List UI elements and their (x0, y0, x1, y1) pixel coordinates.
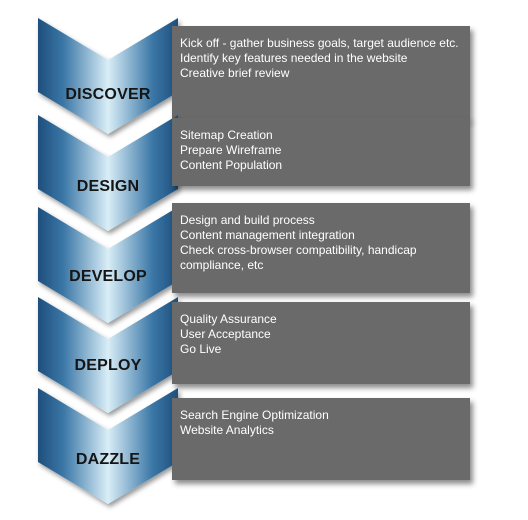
stage-box-design: Sitemap Creation Prepare Wireframe Conte… (172, 118, 470, 186)
stage-item: Creative brief review (180, 66, 290, 80)
stage-label-design: DESIGN (76, 178, 140, 195)
stage-box-discover: Kick off - gather business goals, target… (172, 26, 470, 120)
stage-item: Search Engine Optimization (180, 408, 329, 422)
stage-item: Design and build process (180, 213, 315, 227)
stage-item: Check cross-browser compatibility, handi… (180, 243, 417, 272)
chevron-dazzle (0, 388, 200, 508)
chevron-develop (0, 207, 200, 327)
chevron-deploy (0, 297, 200, 417)
stage-box-deploy: Quality Assurance User Acceptance Go Liv… (172, 302, 470, 384)
stage-item: Website Analytics (180, 423, 274, 437)
chevron-design (0, 115, 200, 235)
stage-item: User Acceptance (180, 327, 271, 341)
stage-item: Go Live (180, 342, 222, 356)
stage-label-discover: DISCOVER (65, 86, 151, 103)
stage-item: Sitemap Creation (180, 128, 273, 142)
stage-item: Prepare Wireframe (180, 143, 282, 157)
stage-item: Kick off - gather business goals, target… (180, 36, 459, 50)
chevron-discover (0, 18, 200, 138)
stage-item: Content Population (180, 158, 283, 172)
stage-item: Identify key features needed in the webs… (180, 51, 408, 65)
stage-box-dazzle: Search Engine Optimization Website Analy… (172, 398, 470, 480)
stage-item: Content management integration (180, 228, 355, 242)
stage-label-dazzle: DAZZLE (75, 451, 141, 468)
stage-label-deploy: DEPLOY (74, 357, 142, 374)
stage-label-develop: DEVELOP (69, 268, 147, 285)
stage-box-develop: Design and build process Content managem… (172, 203, 470, 293)
stage-item: Quality Assurance (180, 312, 277, 326)
